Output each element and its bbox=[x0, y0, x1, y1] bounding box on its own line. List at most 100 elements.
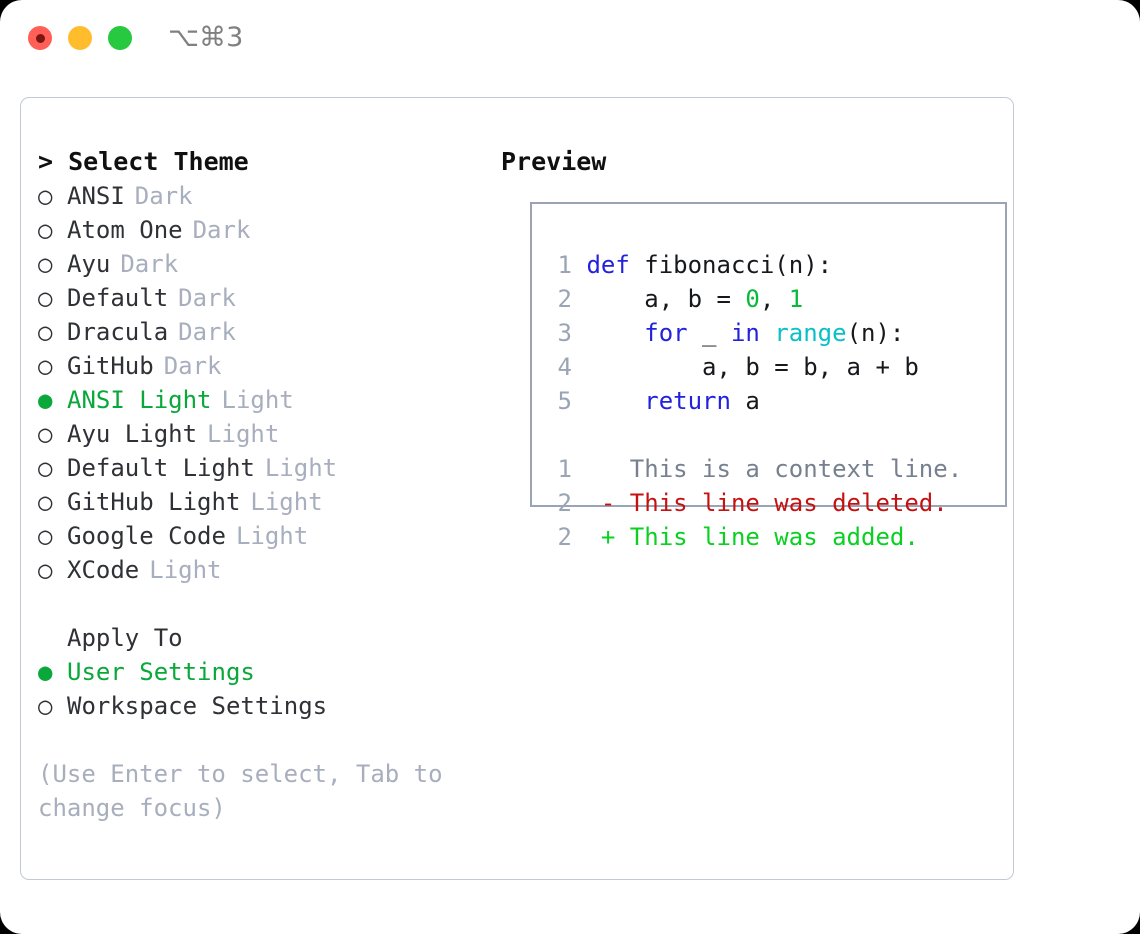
line-number: 1 bbox=[557, 251, 572, 279]
theme-name: Google Code bbox=[67, 522, 226, 550]
radio-unselected-icon[interactable]: ○ bbox=[38, 250, 53, 278]
theme-list-item[interactable]: ○ Default Dark bbox=[38, 281, 488, 315]
diff-sign: - bbox=[600, 489, 616, 517]
radio-selected-icon[interactable]: ● bbox=[38, 386, 53, 414]
radio-selected-icon[interactable]: ● bbox=[38, 658, 53, 686]
diff-text: This is a context line. bbox=[615, 455, 963, 483]
code-diff-separator bbox=[544, 418, 962, 452]
code-token: (n): bbox=[846, 319, 905, 347]
minimize-button[interactable] bbox=[68, 26, 92, 50]
code-token: for bbox=[644, 319, 688, 347]
code-token: a, b = bbox=[586, 285, 746, 313]
line-number: 5 bbox=[557, 387, 572, 415]
apply-to-item[interactable]: ● User Settings bbox=[38, 655, 488, 689]
code-token: range bbox=[774, 319, 847, 347]
radio-unselected-icon[interactable]: ○ bbox=[38, 522, 53, 550]
radio-unselected-icon[interactable]: ○ bbox=[38, 318, 53, 346]
code-token: fibonacci(n): bbox=[629, 251, 833, 279]
theme-variant-badge: Dark bbox=[163, 352, 222, 380]
theme-variant-badge: Dark bbox=[192, 216, 251, 244]
code-line: 3 for _ in range(n): bbox=[544, 316, 962, 350]
theme-name: Default Light bbox=[67, 454, 255, 482]
apply-to-list[interactable]: ● User Settings ○ Workspace Settings bbox=[38, 655, 488, 723]
theme-variant-badge: Dark bbox=[178, 284, 236, 312]
preview-box: 1 def fibonacci(n): 2 a, b = 0, 1 3 for _ … bbox=[530, 202, 1007, 551]
code-token: , bbox=[759, 285, 789, 313]
apply-to-heading-row: ○ Apply To bbox=[38, 621, 488, 655]
radio-unselected-icon[interactable]: ○ bbox=[38, 420, 53, 448]
close-button[interactable] bbox=[28, 26, 52, 50]
theme-list-item[interactable]: ○ Google Code Light bbox=[38, 519, 488, 553]
theme-variant-badge: Dark bbox=[178, 318, 236, 346]
radio-unselected-icon[interactable]: ○ bbox=[38, 284, 53, 312]
preview-column: Preview 1 def fibonacci(n): 2 a, b = 0, 1… bbox=[501, 145, 1007, 551]
apply-to-label: Workspace Settings bbox=[67, 692, 328, 720]
apply-to-heading: Apply To bbox=[67, 624, 183, 652]
radio-unselected-icon[interactable]: ○ bbox=[38, 488, 53, 516]
radio-unselected-icon[interactable]: ○ bbox=[38, 182, 53, 210]
code-token: a bbox=[730, 387, 760, 415]
radio-unselected-icon[interactable]: ○ bbox=[38, 556, 53, 584]
code-token bbox=[586, 319, 644, 347]
diff-text: This line was deleted. bbox=[615, 489, 948, 517]
theme-list-item[interactable]: ○ Default Light Light bbox=[38, 451, 488, 485]
theme-name: ANSI Light bbox=[67, 386, 212, 414]
radio-unselected-icon[interactable]: ○ bbox=[38, 454, 53, 482]
theme-list-item[interactable]: ○ GitHub Light Light bbox=[38, 485, 488, 519]
apply-to-heading-spacer: ○ bbox=[38, 621, 67, 655]
line-number: 2 bbox=[557, 285, 572, 313]
theme-name: ANSI bbox=[67, 182, 125, 210]
apply-to-label: User Settings bbox=[67, 658, 255, 686]
theme-variant-badge: Light bbox=[221, 386, 294, 414]
theme-list-item[interactable]: ○ Ayu Light Light bbox=[38, 417, 488, 451]
diff-line: 1 This is a context line. bbox=[544, 452, 963, 486]
theme-name: GitHub Light bbox=[67, 488, 241, 516]
apply-to-section: ○ Apply To ●User Settings○Workspace Sett… bbox=[38, 621, 488, 723]
theme-list-item[interactable]: ○ XCode Light bbox=[38, 553, 488, 587]
code-token bbox=[586, 387, 644, 415]
theme-name: Ayu Light bbox=[67, 420, 198, 448]
code-token: 1 bbox=[788, 285, 804, 313]
line-number: 2 bbox=[557, 523, 572, 551]
theme-name: GitHub bbox=[67, 352, 154, 380]
diff-line: 2 - This line was deleted. bbox=[544, 486, 962, 520]
code-token: _ bbox=[687, 319, 731, 347]
theme-name: Dracula bbox=[67, 318, 169, 346]
zoom-button[interactable] bbox=[108, 26, 132, 50]
window-controls bbox=[28, 26, 132, 50]
theme-name: XCode bbox=[67, 556, 140, 584]
line-number: 1 bbox=[557, 455, 572, 483]
theme-name: Default bbox=[67, 284, 169, 312]
diff-text: This line was added. bbox=[615, 523, 919, 551]
theme-list-item[interactable]: ○ Dracula Dark bbox=[38, 315, 488, 349]
radio-unselected-icon[interactable]: ○ bbox=[38, 352, 53, 380]
theme-variant-badge: Light bbox=[149, 556, 222, 584]
diff-sign bbox=[601, 455, 615, 483]
preview-heading: Preview bbox=[501, 147, 607, 176]
theme-variant-badge: Light bbox=[207, 420, 280, 448]
title-bar: ⌥⌘3 bbox=[0, 0, 1140, 76]
theme-variant-badge: Dark bbox=[120, 250, 179, 278]
theme-list-item[interactable]: ○ GitHub Dark bbox=[38, 349, 488, 383]
radio-unselected-icon[interactable]: ○ bbox=[38, 216, 53, 244]
code-token: 0 bbox=[745, 285, 760, 313]
theme-variant-badge: Light bbox=[250, 488, 323, 516]
code-token: in bbox=[730, 319, 760, 347]
code-token: a, b = b, a + b bbox=[586, 353, 919, 381]
apply-to-item[interactable]: ○ Workspace Settings bbox=[38, 689, 488, 723]
code-line: 1 def fibonacci(n): bbox=[544, 248, 962, 282]
keyboard-hint: (Use Enter to select, Tab to change focu… bbox=[38, 760, 443, 822]
theme-list-item[interactable]: ● ANSI Light Light bbox=[38, 383, 488, 417]
radio-unselected-icon[interactable]: ○ bbox=[38, 692, 53, 720]
theme-variant-badge: Light bbox=[235, 522, 309, 550]
line-number: 3 bbox=[557, 319, 572, 347]
theme-variant-badge: Light bbox=[264, 454, 338, 482]
code-line: 4 a, b = b, a + b bbox=[544, 350, 962, 384]
